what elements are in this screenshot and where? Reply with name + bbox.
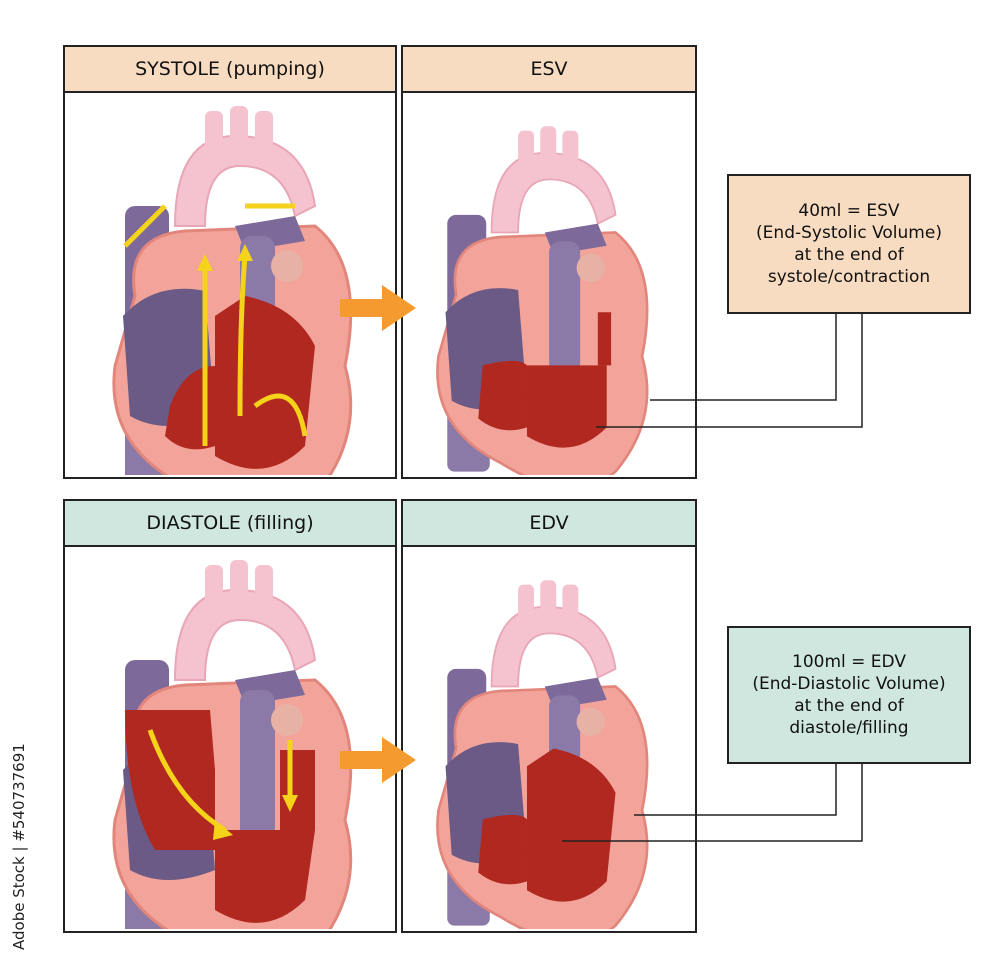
esv-heart-illustration [436, 124, 649, 475]
esv-panel: ESV [401, 45, 697, 479]
diastole-heart-illustration [112, 558, 353, 929]
esv-note-line4: systole/contraction [767, 267, 931, 287]
diastole-title: DIASTOLE (filling) [65, 501, 395, 547]
edv-note-line2: (End-Diastolic Volume) [752, 674, 946, 694]
edv-note-line4: diastole/filling [789, 718, 909, 738]
edv-panel: EDV [401, 499, 697, 933]
edv-title: EDV [403, 501, 695, 547]
diastole-to-edv-arrow-icon [340, 737, 416, 783]
systole-title: SYSTOLE (pumping) [65, 47, 395, 93]
systole-to-esv-arrow-icon [340, 285, 416, 331]
esv-note-line2: (End-Systolic Volume) [756, 223, 942, 243]
systole-heart-illustration [112, 104, 353, 475]
esv-note-line3: at the end of [794, 245, 904, 265]
edv-note: 100ml = EDV (End-Diastolic Volume) at th… [727, 626, 971, 764]
edv-heart-illustration [436, 578, 649, 929]
edv-note-line1: 100ml = EDV [792, 652, 906, 672]
esv-note: 40ml = ESV (End-Systolic Volume) at the … [727, 174, 971, 314]
esv-note-line1: 40ml = ESV [798, 201, 900, 221]
systole-panel: SYSTOLE (pumping) [63, 45, 397, 479]
stock-id-text: Adobe Stock | #540737691 [10, 743, 28, 950]
diastole-panel: DIASTOLE (filling) [63, 499, 397, 933]
stock-id-watermark: Adobe Stock | #540737691 [10, 743, 28, 950]
edv-note-line3: at the end of [794, 696, 904, 716]
esv-title: ESV [403, 47, 695, 93]
